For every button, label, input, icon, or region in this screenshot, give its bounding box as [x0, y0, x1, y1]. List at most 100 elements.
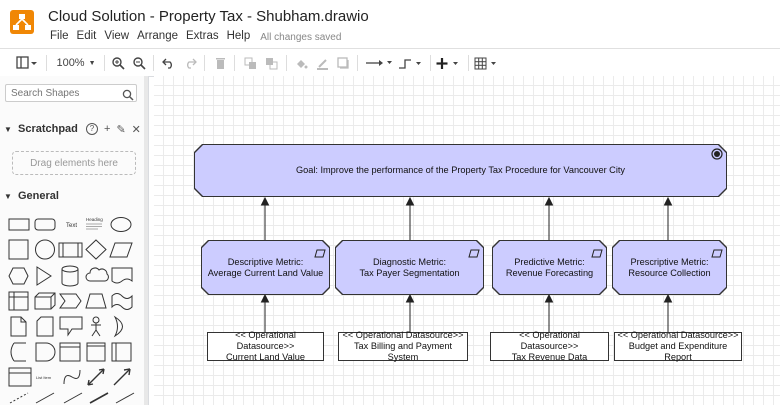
connector-lines — [260, 196, 673, 332]
shape-process — [58, 242, 83, 258]
shadow-icon[interactable] — [335, 54, 351, 72]
shape-list — [8, 367, 32, 387]
datasource-name: Tax Revenue Data — [511, 352, 588, 362]
to-back-icon[interactable] — [263, 54, 279, 72]
shape-delay — [35, 342, 56, 362]
metric-line2: Resource Collection — [628, 267, 711, 278]
to-front-icon[interactable] — [242, 54, 258, 72]
save-status: All changes saved — [260, 32, 342, 43]
undo-icon[interactable] — [160, 54, 176, 72]
page-view-icon[interactable] — [14, 54, 40, 72]
search-icon[interactable] — [122, 88, 134, 101]
menu-arrange[interactable]: Arrange — [137, 30, 178, 42]
datasource-name: Current Land Value — [226, 352, 305, 362]
datasource-stereotype: << Operational Datasource>> — [519, 330, 580, 351]
shape-document — [111, 267, 133, 284]
shape-actor — [91, 316, 101, 337]
waypoints-icon[interactable] — [398, 54, 424, 72]
datasource-current-land-value[interactable]: << Operational Datasource>>Current Land … — [207, 330, 324, 362]
collapse-triangle-icon: ▼ — [4, 192, 12, 201]
menu-file[interactable]: File — [50, 30, 69, 42]
shape-cube — [34, 292, 56, 310]
goal-target-icon — [711, 148, 723, 160]
redo-icon[interactable] — [182, 54, 198, 72]
shape-list-item-label: List Item — [36, 375, 52, 380]
zoom-dropdown[interactable]: 100% ▼ — [54, 54, 98, 72]
shape-diamond — [85, 239, 107, 260]
scratchpad-tools: ? + ✎ ✕ — [86, 123, 141, 136]
table-icon[interactable] — [474, 54, 500, 72]
metric-node-prescriptive[interactable]: Prescriptive Metric:Resource Collection — [613, 241, 726, 294]
datasource-tax-billing[interactable]: << Operational Datasource>>Tax Billing a… — [338, 330, 468, 362]
general-shapes-palette[interactable]: Text Heading List Item — [6, 211, 138, 405]
insert-icon[interactable] — [436, 54, 462, 72]
shape-note — [10, 316, 27, 337]
menu-extras[interactable]: Extras — [186, 30, 219, 42]
menu-help[interactable]: Help — [226, 30, 251, 42]
diagram-canvas[interactable]: Goal: Improve the performance of the Pro… — [154, 76, 780, 405]
shape-card — [36, 316, 54, 337]
shape-triangle — [36, 266, 52, 286]
title-bar: Cloud Solution - Property Tax - Shubham.… — [0, 0, 780, 48]
metric-line2: Average Current Land Value — [207, 267, 324, 278]
close-icon[interactable]: ✕ — [131, 124, 141, 136]
zoom-level: 100% — [56, 57, 85, 69]
metric-node-diagnostic[interactable]: Diagnostic Metric:Tax Payer Segmentation — [336, 241, 483, 294]
shape-cloud — [85, 267, 109, 282]
datasource-name: Tax Billing and Payment System — [353, 341, 453, 362]
zoom-out-icon[interactable] — [131, 54, 147, 72]
shape-tape — [111, 293, 133, 310]
metric-line2: Tax Payer Segmentation — [359, 267, 460, 278]
shape-curve — [63, 369, 81, 385]
shape-bidirectional-arrow — [87, 368, 105, 386]
document-title[interactable]: Cloud Solution - Property Tax - Shubham.… — [48, 8, 369, 25]
menu-view[interactable]: View — [104, 30, 130, 42]
scratchpad-title: Scratchpad — [17, 123, 78, 135]
datasource-name: Budget and Expenditure Report — [628, 341, 728, 362]
line-color-icon[interactable] — [314, 54, 330, 72]
add-icon[interactable]: + — [104, 123, 111, 135]
fill-color-icon[interactable] — [293, 54, 309, 72]
shapes-sidebar: ▼ Scratchpad ? + ✎ ✕ Drag elements here … — [0, 76, 149, 405]
goal-node[interactable]: Goal: Improve the performance of the Pro… — [195, 145, 726, 196]
shape-hexagon — [8, 267, 29, 285]
datasource-budget-expenditure[interactable]: << Operational Datasource>>Budget and Ex… — [614, 330, 742, 362]
scratchpad-header[interactable]: ▼ Scratchpad — [4, 123, 78, 135]
shape-trapezoid — [85, 293, 107, 309]
metric-corner-icon — [468, 245, 480, 263]
metric-corner-icon — [711, 245, 723, 263]
shape-square — [8, 239, 29, 260]
metric-corner-icon — [314, 245, 326, 263]
metric-line2: Revenue Forecasting — [505, 267, 594, 278]
metric-line1: Prescriptive Metric: — [630, 256, 709, 267]
shape-ellipse — [110, 217, 132, 232]
datasource-tax-revenue[interactable]: << Operational Datasource>>Tax Revenue D… — [490, 330, 609, 362]
collapse-triangle-icon: ▼ — [4, 125, 12, 134]
shape-container — [59, 342, 81, 362]
connection-icon[interactable] — [364, 54, 394, 72]
help-icon[interactable]: ? — [86, 123, 98, 135]
search-shapes-input[interactable] — [5, 84, 137, 102]
menu-bar: File Edit View Arrange Extras Help All c… — [46, 30, 341, 46]
zoom-in-icon[interactable] — [110, 54, 126, 72]
sidebar-scrollbar[interactable] — [144, 76, 148, 405]
goal-label: Goal: Improve the performance of the Pro… — [295, 165, 626, 175]
menu-edit[interactable]: Edit — [76, 30, 97, 42]
metric-node-predictive[interactable]: Predictive Metric:Revenue Forecasting — [493, 241, 606, 294]
shape-or — [113, 315, 123, 338]
delete-icon[interactable] — [212, 54, 228, 72]
metric-line1: Diagnostic Metric: — [372, 256, 446, 267]
shape-rounded-rectangle — [34, 218, 56, 231]
metric-corner-icon — [591, 245, 603, 263]
shape-data-storage — [10, 342, 26, 362]
scratchpad-drop-zone[interactable]: Drag elements here — [12, 151, 136, 175]
shape-frame — [86, 342, 106, 362]
datasource-stereotype: << Operational Datasource>> — [342, 330, 464, 340]
general-header[interactable]: ▼ General — [4, 190, 59, 202]
metric-node-descriptive[interactable]: Descriptive Metric:Average Current Land … — [202, 241, 329, 294]
shape-text-label: Text — [66, 223, 77, 229]
edit-pencil-icon[interactable]: ✎ — [116, 124, 126, 136]
toolbar: 100% ▼ — [0, 48, 780, 77]
shape-internal-storage — [8, 291, 29, 311]
shape-callout — [59, 316, 83, 337]
